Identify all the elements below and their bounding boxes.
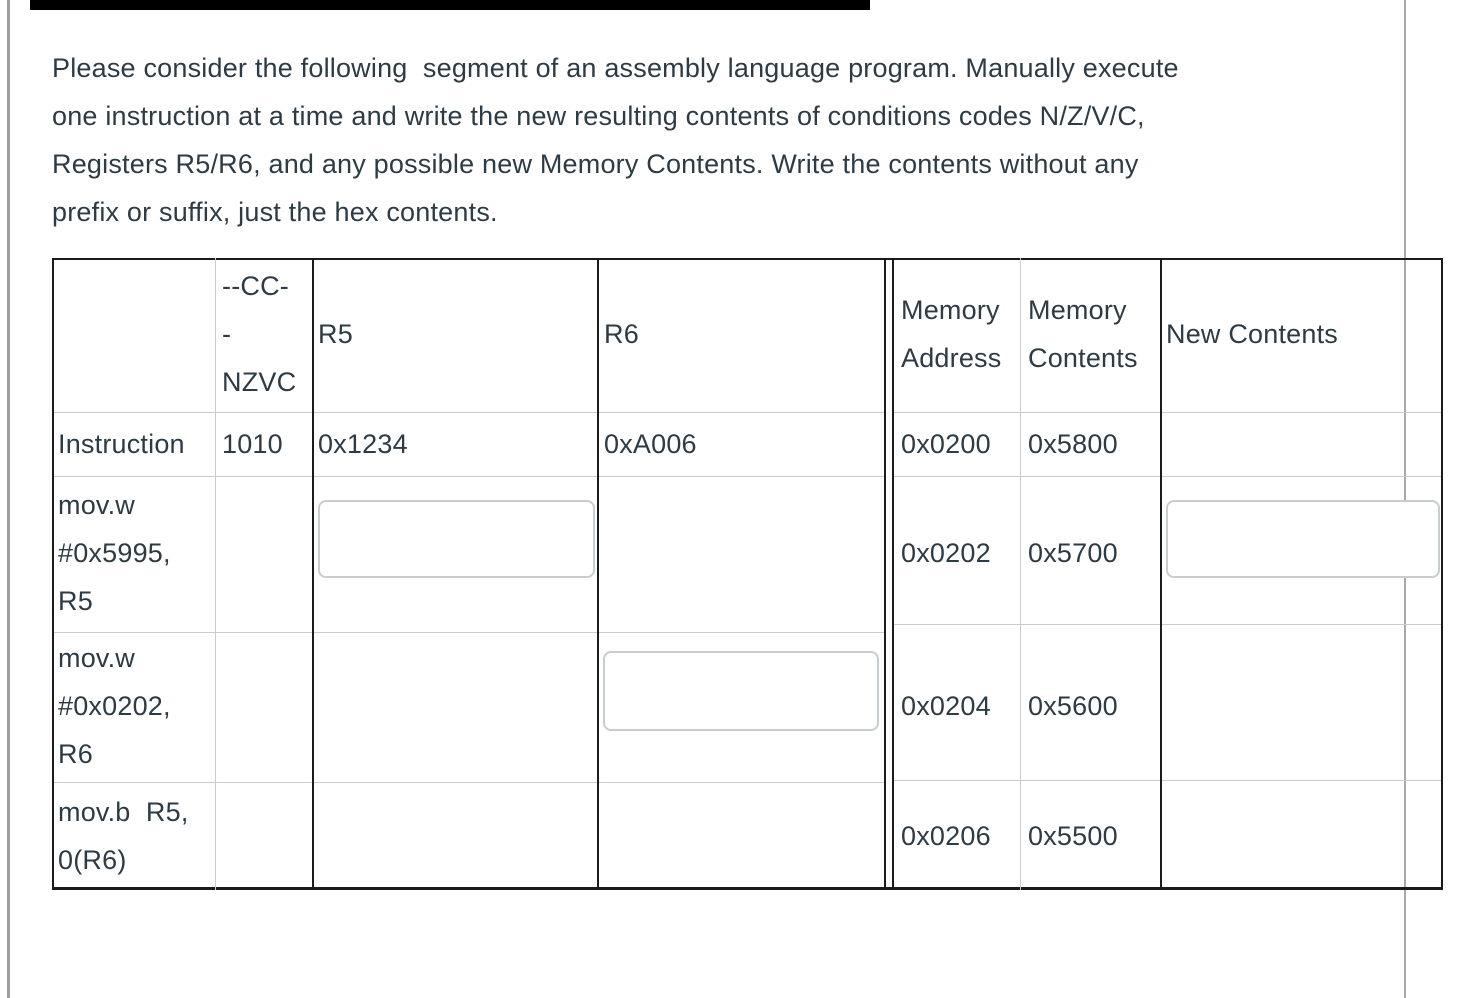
question-text-line: Registers R5/R6, and any possible new Me… <box>52 149 1139 179</box>
row-divider <box>54 476 885 477</box>
row-divider <box>894 412 1441 413</box>
memory-contents-value: 0x5600 <box>1028 691 1118 721</box>
memory-address-value: 0x0202 <box>901 538 991 568</box>
header-memory-address: Memory Address <box>901 295 1006 373</box>
memory-contents-value: 0x5500 <box>1028 821 1118 851</box>
column-divider <box>892 258 894 890</box>
left-page-rule <box>7 0 10 998</box>
r5-answer-input[interactable] <box>318 500 595 578</box>
top-edge-bar <box>30 0 870 10</box>
header-r6: R6 <box>604 319 639 349</box>
header-memory-contents: Memory Contents <box>1028 295 1138 373</box>
header-condition-codes: --CC- <box>222 271 289 301</box>
row-divider <box>54 632 885 633</box>
memory-contents-value: 0x5800 <box>1028 429 1118 459</box>
row-divider <box>894 476 1441 477</box>
row-divider <box>54 782 885 783</box>
cc-value: 1010 <box>222 429 283 459</box>
column-divider <box>597 258 599 890</box>
question-text-line: one instruction at a time and write the … <box>52 101 1145 131</box>
right-page-rule <box>1404 0 1406 998</box>
memory-address-value: 0x0204 <box>901 691 991 721</box>
memory-address-value: 0x0206 <box>901 821 991 851</box>
memory-contents-value: 0x5700 <box>1028 538 1118 568</box>
question-text-line: prefix or suffix, just the hex contents. <box>52 197 498 227</box>
row-label-mov-b-r5: mov.b R5, 0(R6) <box>58 797 197 875</box>
header-r5: R5 <box>318 319 353 349</box>
r6-answer-input[interactable] <box>603 651 879 731</box>
header-condition-codes: - <box>222 319 232 349</box>
row-divider <box>894 780 1441 781</box>
memory-address-value: 0x0200 <box>901 429 991 459</box>
row-divider <box>894 624 1441 625</box>
row-divider <box>54 412 885 413</box>
question-text-line: Please consider the following segment of… <box>52 53 1179 83</box>
row-label-mov-w-5995-r5: mov.w #0x5995, R5 <box>58 490 179 616</box>
column-divider <box>215 258 216 890</box>
row-label-mov-w-0202-r6: mov.w #0x0202, R6 <box>58 643 179 769</box>
column-divider <box>884 258 886 890</box>
column-divider <box>1020 258 1021 890</box>
assembly-table-border <box>52 258 1443 890</box>
column-divider <box>1160 258 1162 890</box>
column-divider <box>312 258 314 890</box>
r6-value: 0xA006 <box>604 429 697 459</box>
header-condition-codes: NZVC <box>222 367 297 397</box>
row-label-instruction: Instruction <box>58 429 185 459</box>
new-contents-answer-input[interactable] <box>1166 500 1440 578</box>
r5-value: 0x1234 <box>318 429 408 459</box>
header-new-contents: New Contents <box>1166 319 1338 349</box>
